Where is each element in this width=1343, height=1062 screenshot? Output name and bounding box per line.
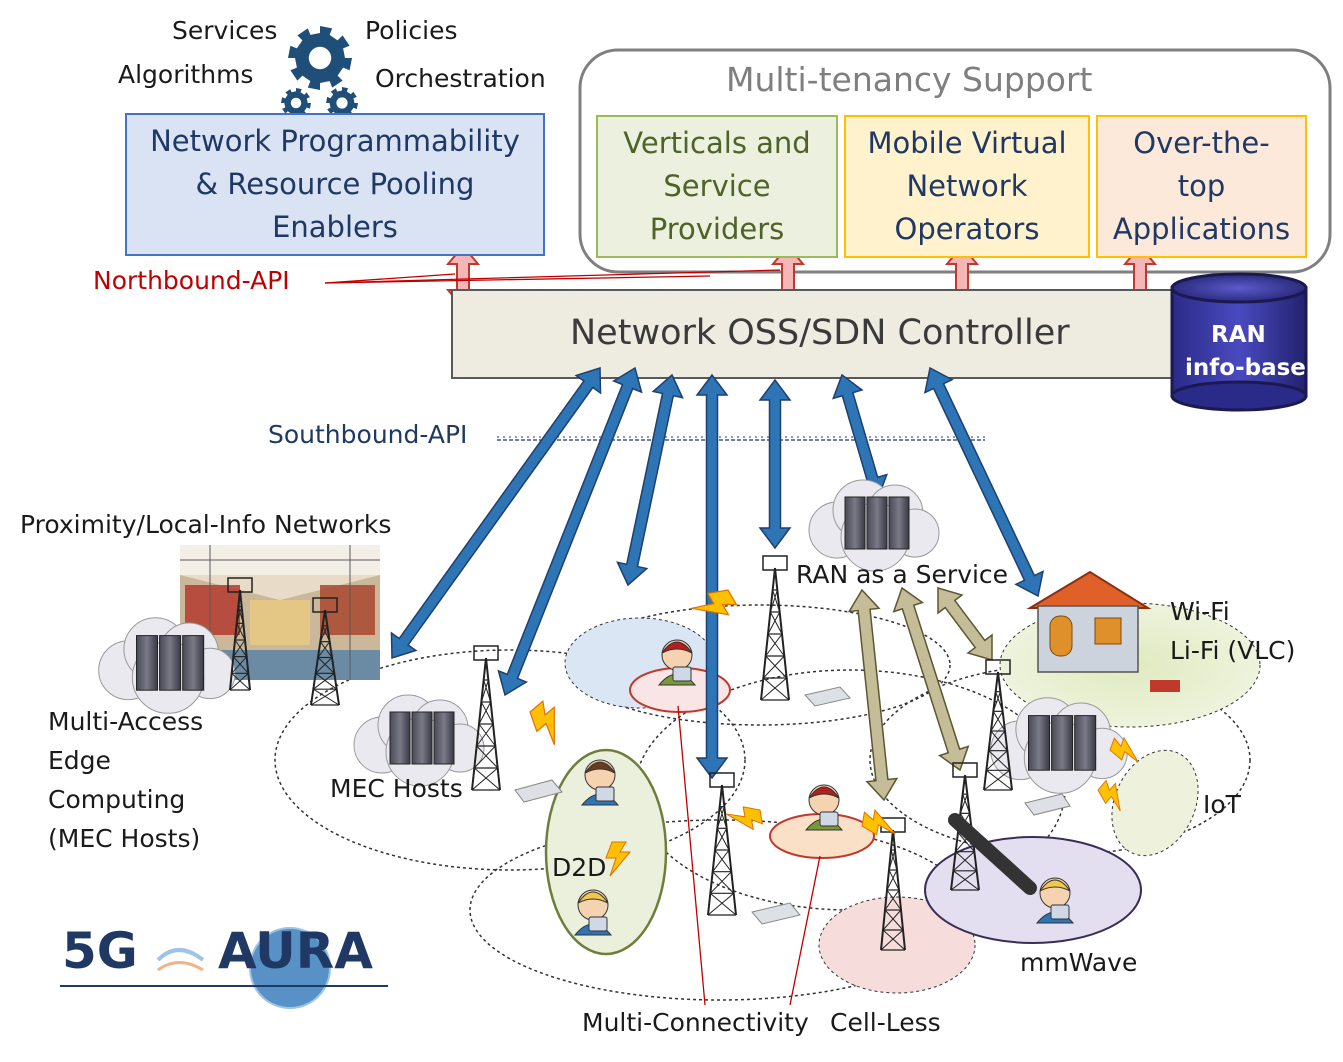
- cell-less-label: Cell-Less: [830, 1008, 941, 1037]
- user-center: [804, 784, 844, 831]
- keyword-orchestration: Orchestration: [375, 64, 546, 93]
- gear-icon: [281, 26, 358, 119]
- controller-label: Network OSS/SDN Controller: [570, 313, 1070, 353]
- mall-image: [180, 545, 380, 680]
- tenant-mvno-label: Mobile Virtual Network Operators: [867, 126, 1067, 246]
- pink-cell: [818, 896, 976, 994]
- bolt-iot-2: [1097, 779, 1121, 812]
- northbound-pointer: [324, 269, 781, 284]
- southbound-arrows: [390, 366, 1045, 780]
- coverage-upper: [569, 604, 951, 726]
- iot-zone: [1111, 749, 1199, 857]
- southbound-arrow-3: [616, 373, 684, 587]
- mec-cloud-center: [353, 694, 485, 787]
- keyword-services: Services: [172, 16, 278, 45]
- cellless-pointers: [677, 705, 821, 1006]
- 5g-aura-logo: [60, 927, 388, 1009]
- house-icon: [1026, 570, 1180, 692]
- tower-pink: [880, 817, 906, 951]
- tower-right: [983, 659, 1013, 791]
- tower-mall-2: [310, 597, 340, 706]
- mec-cloud-left: [98, 617, 236, 714]
- ran-service-arrow-3: [937, 587, 993, 661]
- tenant-ott: Over-the- top Applications: [1096, 115, 1307, 258]
- ran-service-arrows: [847, 586, 993, 802]
- controller-box: [451, 289, 1193, 379]
- proximity-label: Proximity/Local-Info Networks: [20, 510, 392, 539]
- iot-cloud: [990, 697, 1128, 794]
- enablers-box: Network Programmability & Resource Pooli…: [125, 113, 545, 256]
- tower-mall: [227, 577, 253, 691]
- bolt-iot-1: [1109, 736, 1139, 763]
- access-points: [514, 686, 1071, 925]
- ran-service-arrow-1: [847, 588, 899, 802]
- user-d2d-bottom: [573, 889, 613, 936]
- southbound-arrow-7: [923, 366, 1045, 598]
- enablers-label: Network Programmability & Resource Pooli…: [150, 124, 520, 244]
- d2d-label: D2D: [552, 853, 607, 882]
- ran-service-label: RAN as a Service: [796, 560, 1009, 589]
- logo-aura: AURA: [218, 922, 373, 980]
- mmwave-label: mmWave: [1020, 948, 1138, 977]
- ran-db-line2: info-base: [1185, 355, 1306, 381]
- tenant-mvno: Mobile Virtual Network Operators: [844, 115, 1090, 258]
- northbound-api-label: Northbound-API: [93, 266, 290, 295]
- cell-towers: [227, 555, 1037, 951]
- keyword-algorithms: Algorithms: [118, 60, 254, 89]
- tower-upper: [760, 555, 790, 701]
- southbound-arrow-1: [390, 366, 602, 660]
- bolt-d2d: [605, 841, 632, 877]
- southbound-arrow-6: [831, 373, 889, 500]
- mec-hosts-label: MEC Hosts: [330, 774, 463, 803]
- southbound-api-label: Southbound-API: [268, 420, 468, 449]
- users: [573, 639, 1075, 936]
- ran-database-icon: [1170, 272, 1308, 412]
- user-top: [657, 639, 697, 686]
- southbound-arrow-4: [695, 373, 729, 780]
- keyword-policies: Policies: [365, 16, 458, 45]
- southbound-arrow-2: [497, 366, 643, 697]
- iot-label: IoT: [1203, 790, 1241, 819]
- bolt-center-right: [861, 808, 896, 836]
- tower-mmwave: [950, 762, 980, 891]
- logo-5g: 5G: [62, 922, 138, 980]
- tower-mec: [471, 645, 501, 791]
- tenant-verticals-label: Verticals and Service Providers: [623, 126, 811, 246]
- bolt-mec: [529, 700, 555, 746]
- ran-service-arrow-2: [892, 586, 970, 772]
- multi-tenancy-title: Multi-tenancy Support: [726, 60, 1093, 99]
- multi-connectivity-label: Multi-Connectivity: [582, 1008, 809, 1037]
- d2d-zone: [544, 748, 668, 956]
- tenant-verticals: Verticals and Service Providers: [596, 115, 838, 258]
- wireless-links: [529, 589, 1139, 877]
- bolt-upper: [691, 589, 738, 616]
- mmwave-beam: [948, 813, 1037, 895]
- user-mmwave: [1035, 877, 1075, 924]
- user-d2d-top: [580, 759, 620, 806]
- wifi-label: Wi-Fi Li-Fi (VLC): [1170, 597, 1296, 665]
- southbound-line: [497, 436, 985, 441]
- mec-label: Multi-Access Edge Computing (MEC Hosts): [48, 707, 204, 853]
- gear-small-right-icon: [326, 87, 358, 119]
- bolt-center-left: [725, 806, 764, 831]
- gear-large-icon: [288, 26, 352, 90]
- coverage-mec-macro: [274, 649, 746, 871]
- southbound-arrow-5: [758, 378, 792, 550]
- tenant-ott-label: Over-the- top Applications: [1112, 126, 1291, 246]
- tower-center: [707, 772, 737, 916]
- gear-small-left-icon: [281, 88, 311, 118]
- ran-cloud: [808, 479, 940, 572]
- ran-db-line1: RAN: [1211, 322, 1266, 348]
